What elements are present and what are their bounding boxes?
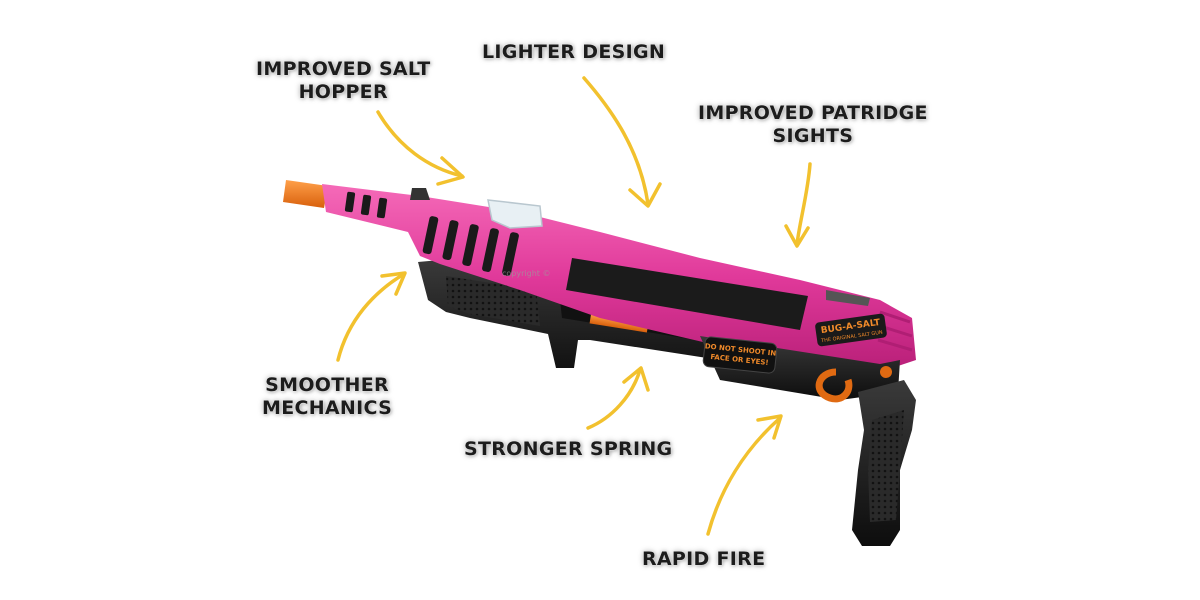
rear-sight (826, 290, 870, 306)
warning-plate: DO NOT SHOOT IN FACE OR EYES! (702, 336, 778, 374)
callout-improved-salt-hopper: IMPROVED SALT HOPPER (256, 58, 430, 104)
callout-line: IMPROVED PATRIDGE (698, 102, 928, 124)
callout-line: LIGHTER DESIGN (482, 41, 666, 63)
barrel-vents (344, 191, 519, 277)
muzzle-tip (283, 180, 328, 208)
arrow-to-stronger-spring (586, 366, 650, 430)
watermark: copyright © (502, 269, 550, 278)
salt-hopper (487, 199, 543, 229)
callout-improved-patridge-sights: IMPROVED PATRIDGE SIGHTS (698, 102, 928, 148)
callout-line: SMOOTHER (265, 374, 389, 396)
callout-line: RAPID FIRE (642, 548, 766, 570)
callout-line: MECHANICS (262, 397, 393, 419)
front-sight (410, 188, 430, 200)
callout-lighter-design: LIGHTER DESIGN (482, 41, 665, 64)
callout-line: IMPROVED SALT (256, 58, 431, 80)
safety-button (880, 366, 892, 378)
callout-line: HOPPER (298, 81, 388, 103)
callout-line: SIGHTS (772, 125, 854, 147)
callout-rapid-fire: RAPID FIRE (642, 548, 765, 571)
side-window (566, 258, 808, 330)
salt-gun: BUG-A-SALT THE ORIGINAL SALT GUN DO NOT … (283, 180, 916, 546)
trigger (815, 368, 853, 403)
brand-badge: BUG-A-SALT THE ORIGINAL SALT GUN (815, 313, 887, 347)
arrow-to-salt-hopper (376, 110, 465, 186)
callout-line: STRONGER SPRING (464, 438, 673, 460)
arrow-to-rapid-fire (706, 414, 783, 536)
callout-smoother-mechanics: SMOOTHER MECHANICS (262, 374, 392, 420)
arrow-to-patridge-sights (784, 162, 812, 248)
callout-stronger-spring: STRONGER SPRING (464, 438, 672, 461)
grip-texture (868, 410, 904, 522)
arrow-to-smoother-mechanics (336, 271, 407, 362)
arrow-to-lighter-design (582, 76, 662, 208)
